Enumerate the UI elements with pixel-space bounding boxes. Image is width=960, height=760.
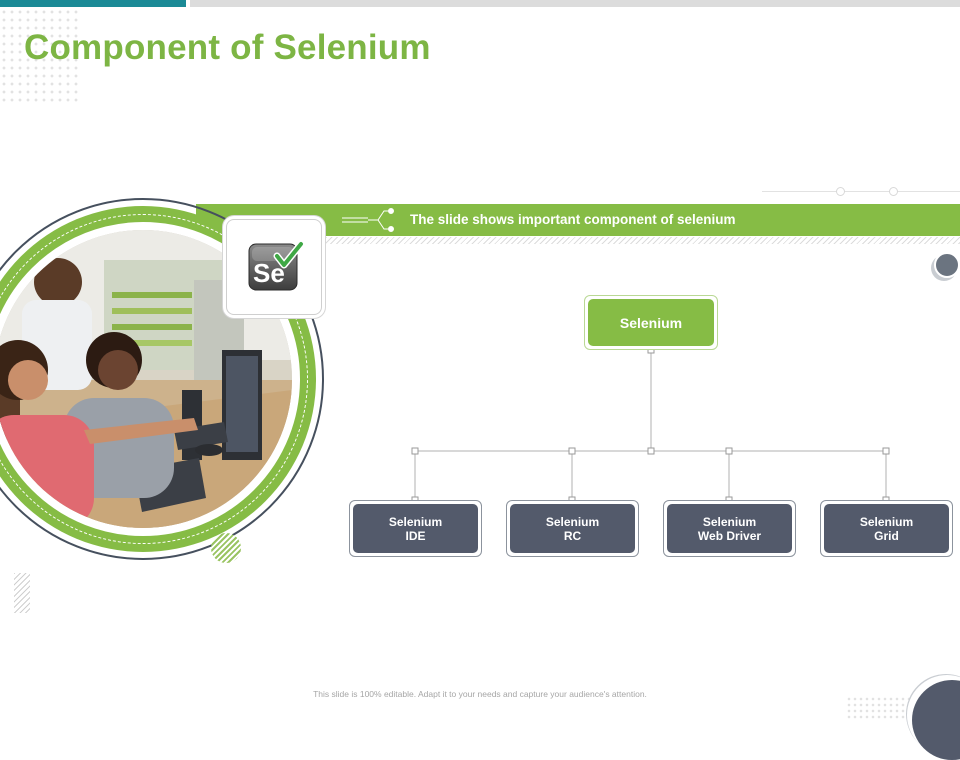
tree-node-label-line1: Selenium [703,515,756,529]
tree-node-label-line2: Grid [874,529,899,543]
tree-root-label: Selenium [620,315,682,331]
tree-node-label-line1: Selenium [389,515,442,529]
footer-note: This slide is 100% editable. Adapt it to… [0,689,960,699]
tree-node-selenium-rc: Selenium RC [506,500,639,557]
tree-node-label-line2: RC [564,529,581,543]
tree-root-node: Selenium [584,295,718,350]
tree-node-label-line2: IDE [405,529,425,543]
tree-connectors [0,0,960,720]
dot-pattern-decoration [846,696,916,720]
tree-node-label-line2: Web Driver [698,529,761,543]
tree-node-label-line1: Selenium [546,515,599,529]
tree-node-selenium-grid: Selenium Grid [820,500,953,557]
tree-node-selenium-web-driver: Selenium Web Driver [663,500,796,557]
tree-node-label-line1: Selenium [860,515,913,529]
tree-node-selenium-ide: Selenium IDE [349,500,482,557]
